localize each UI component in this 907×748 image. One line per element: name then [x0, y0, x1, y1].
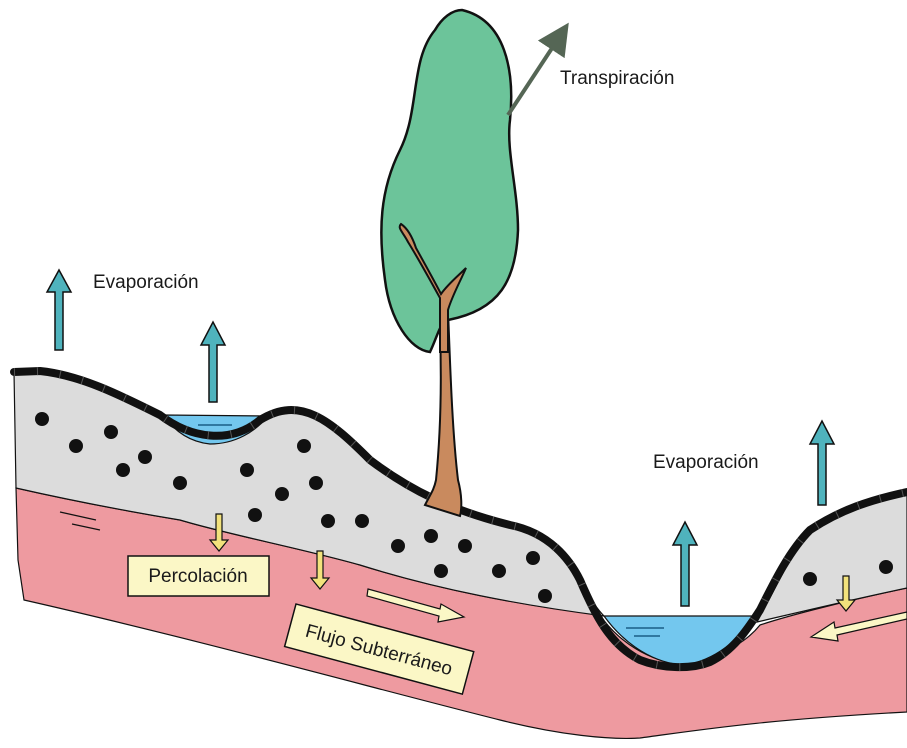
transpiration-label: Transpiración — [560, 68, 674, 89]
transpiration-arrow — [508, 36, 560, 115]
evaporation-label-left: Evaporación — [93, 272, 199, 293]
evaporation-label-right: Evaporación — [653, 452, 759, 473]
percolation-label-box: Percolación — [128, 556, 269, 596]
percolation-label: Percolación — [148, 566, 247, 587]
